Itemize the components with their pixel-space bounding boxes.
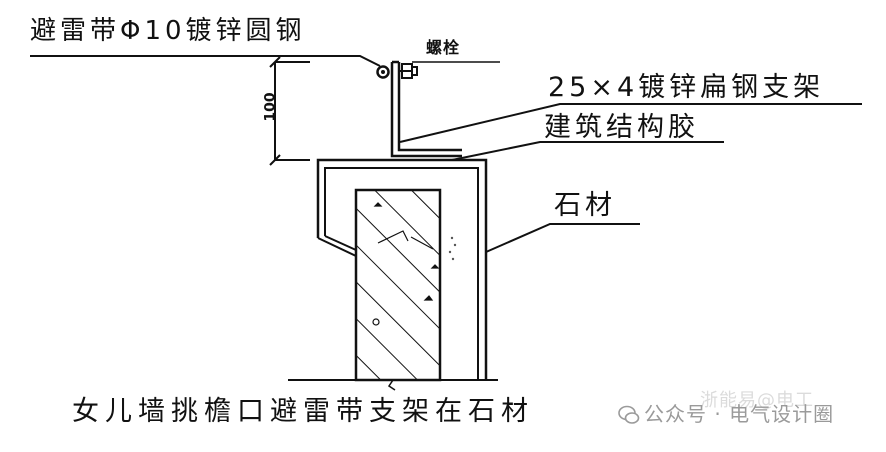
ground-break bbox=[387, 379, 396, 391]
adhesive-dots bbox=[448, 236, 457, 261]
leader-adhesive bbox=[451, 141, 724, 161]
parapet-wall bbox=[354, 188, 442, 382]
label-stone: 石材 bbox=[554, 190, 616, 221]
dimension-100 bbox=[269, 56, 310, 166]
caption: 女儿墙挑檐口避雷带支架在石材 bbox=[72, 396, 534, 427]
label-lightning-tape: 避雷带Φ10镀锌圆钢 bbox=[30, 16, 306, 46]
flat-steel-bracket bbox=[390, 62, 462, 158]
leader-stone bbox=[485, 223, 640, 253]
watermark-faded: 浙能易@电工 bbox=[700, 390, 814, 411]
wechat-icon bbox=[618, 405, 640, 424]
label-bolt: 螺栓 bbox=[426, 38, 461, 57]
label-bracket: 25×4镀锌扁钢支架 bbox=[548, 72, 825, 103]
stone-cladding-inner bbox=[324, 167, 479, 380]
concrete-texture bbox=[372, 202, 440, 326]
leader-lightning-tape bbox=[30, 55, 381, 67]
stone-cladding-outer bbox=[316, 158, 488, 380]
stone-cladding-lip bbox=[317, 235, 357, 257]
label-adhesive: 建筑结构胶 bbox=[544, 112, 699, 143]
leader-bracket bbox=[399, 103, 862, 143]
label-dimension: 100 bbox=[262, 92, 279, 122]
watermark-account: 公众号 · 电气设计圈 bbox=[644, 402, 835, 426]
bolt-shape bbox=[399, 63, 418, 79]
